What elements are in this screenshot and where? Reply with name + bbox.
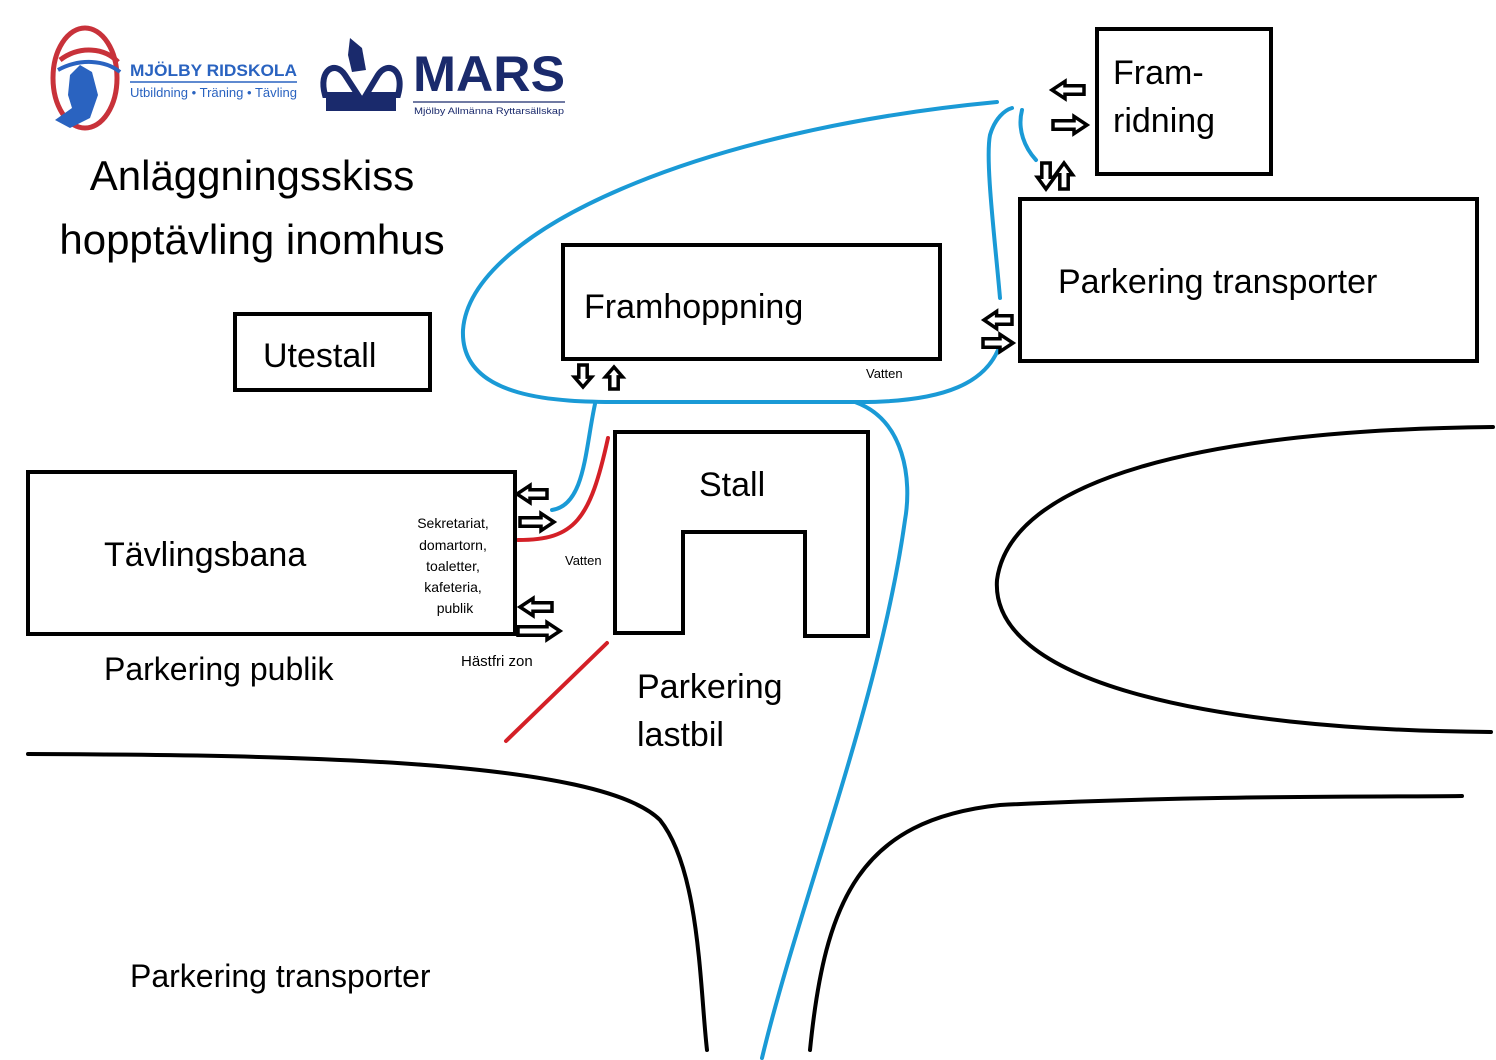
arrow-left-icon — [980, 308, 1014, 332]
horse-path-framridning — [1018, 108, 1038, 162]
crown-icon — [320, 38, 403, 111]
arrow-right-icon — [981, 331, 1017, 355]
road-loop — [994, 425, 1495, 734]
framhoppning-label: Framhoppning — [584, 288, 803, 326]
ridskola-logo: MJÖLBY RIDSKOLA Utbildning • Träning • T… — [50, 25, 297, 131]
arrow-up-icon — [1051, 160, 1077, 191]
facility-item: toaletter, — [426, 558, 480, 574]
tavlingsbana-area — [26, 470, 517, 636]
tavlingsbana-label: Tävlingsbana — [104, 536, 306, 574]
arrow-down-icon — [570, 363, 596, 390]
parkering-lastbil-label-1: Parkering — [637, 668, 783, 706]
arrow-right-icon — [518, 510, 558, 534]
horse-path-south — [760, 400, 910, 1060]
stall-label: Stall — [699, 466, 765, 504]
utestall-area — [233, 312, 432, 392]
direction-arrows — [513, 78, 1091, 643]
arrow-down-icon — [1033, 161, 1059, 192]
vatten-label-2: Vatten — [565, 553, 602, 568]
ridskola-name: MJÖLBY RIDSKOLA — [130, 61, 297, 80]
title-line-2: hopptävling inomhus — [59, 216, 444, 263]
mars-name: MARS — [413, 46, 565, 102]
stall-building — [613, 430, 870, 638]
arrow-left-icon — [516, 595, 554, 619]
framridning-label-1: Fram- — [1113, 54, 1204, 92]
parkering-transporter-bottom-label: Parkering transporter — [130, 958, 431, 994]
framridning-label-2: ridning — [1113, 102, 1215, 140]
facility-item: domartorn, — [419, 537, 487, 553]
arrow-left-icon — [513, 482, 549, 506]
arrow-left-icon — [1048, 78, 1086, 102]
framhoppning-area — [561, 243, 942, 361]
road-left-edge — [26, 752, 709, 1052]
horse-path-parking — [986, 106, 1014, 300]
horse-free-boundary-upper — [516, 436, 610, 542]
parkering-transporter-top-label: Parkering transporter — [1058, 263, 1377, 301]
horse-icon — [55, 65, 98, 128]
mars-logo: MARS Mjölby Allmänna Ryttarsällskap — [320, 38, 565, 116]
facility-item: kafeteria, — [424, 579, 482, 595]
parkering-lastbil-label-2: lastbil — [637, 716, 724, 754]
facilities-list: Sekretariat, domartorn, toaletter, kafet… — [417, 515, 489, 616]
road-right-edge — [808, 794, 1464, 1052]
title-line-1: Anläggningsskiss — [90, 152, 415, 199]
arrow-right-icon — [516, 619, 564, 643]
vatten-label-1: Vatten — [866, 366, 903, 381]
facility-item: Sekretariat, — [417, 515, 489, 531]
horse-free-boundary-lower — [504, 641, 609, 743]
utestall-label: Utestall — [263, 337, 376, 375]
horse-path-main-loop — [460, 100, 1000, 404]
arrow-right-icon — [1051, 113, 1091, 137]
logo-ring — [50, 25, 120, 131]
arrow-up-icon — [601, 364, 627, 391]
parkering-publik-label: Parkering publik — [104, 651, 334, 687]
ridskola-tagline: Utbildning • Träning • Tävling — [130, 86, 297, 100]
parkering-transporter-top-area — [1018, 197, 1479, 363]
mars-tagline: Mjölby Allmänna Ryttarsällskap — [414, 106, 564, 116]
horse-path-arena — [550, 402, 597, 512]
facility-item: publik — [437, 600, 475, 616]
hastfri-zon-label: Hästfri zon — [461, 653, 533, 670]
framridning-area — [1095, 27, 1273, 176]
